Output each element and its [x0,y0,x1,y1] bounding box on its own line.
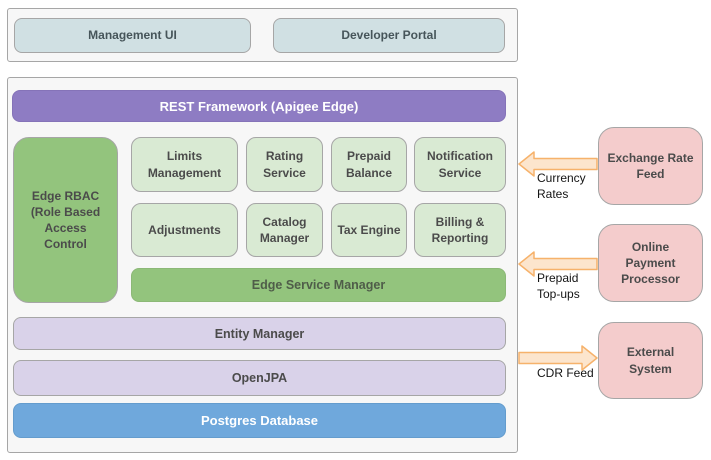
management-ui-label: Management UI [88,28,177,43]
online-payment-processor-box: Online Payment Processor [598,224,703,302]
prepaid-topups-label: Prepaid Top-ups [537,271,580,301]
service-box-tax-engine: Tax Engine [331,203,407,257]
exchange-rate-feed-box: Exchange Rate Feed [598,127,703,205]
management-ui-box: Management UI [14,18,251,53]
service-label: Notification Service [427,149,493,180]
service-label: Billing & Reporting [431,214,489,245]
entity-manager-label: Entity Manager [214,326,305,341]
service-label: Adjustments [148,222,221,237]
service-label: Prepaid Balance [345,149,393,180]
service-box-rating-service: Rating Service [246,137,323,192]
edge-rbac-label: Edge RBAC (Role Based Access Control [30,188,101,252]
cdr-feed-label: CDR Feed [537,366,594,380]
rest-framework-label: REST Framework (Apigee Edge) [159,98,359,114]
service-label: Rating Service [263,149,306,180]
entity-manager-bar: Entity Manager [13,317,506,350]
service-box-limits-management: Limits Management [131,137,238,192]
service-label: Catalog Manager [259,214,310,245]
openjpa-bar: OpenJPA [13,360,506,396]
service-box-adjustments: Adjustments [131,203,238,257]
external-system-label: External System [626,345,675,376]
currency-rates-arrow-left-icon [518,151,598,177]
service-box-catalog-manager: Catalog Manager [246,203,323,257]
currency-rates-label: Currency Rates [537,171,586,201]
openjpa-label: OpenJPA [231,371,288,385]
cdr-feed-arrow-right-icon [518,345,598,371]
online-payment-processor-label: Online Payment Processor [621,239,680,287]
developer-portal-box: Developer Portal [273,18,505,53]
edge-service-manager-bar: Edge Service Manager [131,268,506,302]
exchange-rate-feed-label: Exchange Rate Feed [607,150,694,181]
rest-framework-bar: REST Framework (Apigee Edge) [12,90,506,122]
service-box-billing-reporting: Billing & Reporting [414,203,506,257]
postgres-database-bar: Postgres Database [13,403,506,438]
prepaid-topups-arrow-left-icon [518,251,598,277]
client-layer-container: Management UI Developer Portal [7,8,518,62]
edge-service-manager-label: Edge Service Manager [251,278,386,292]
external-system-box: External System [598,322,703,399]
service-label: Tax Engine [337,222,401,237]
edge-rbac-box: Edge RBAC (Role Based Access Control [13,137,118,303]
postgres-database-label: Postgres Database [200,413,319,428]
service-label: Limits Management [147,149,222,180]
developer-portal-label: Developer Portal [341,28,437,43]
service-box-prepaid-balance: Prepaid Balance [331,137,407,192]
service-box-notification-service: Notification Service [414,137,506,192]
